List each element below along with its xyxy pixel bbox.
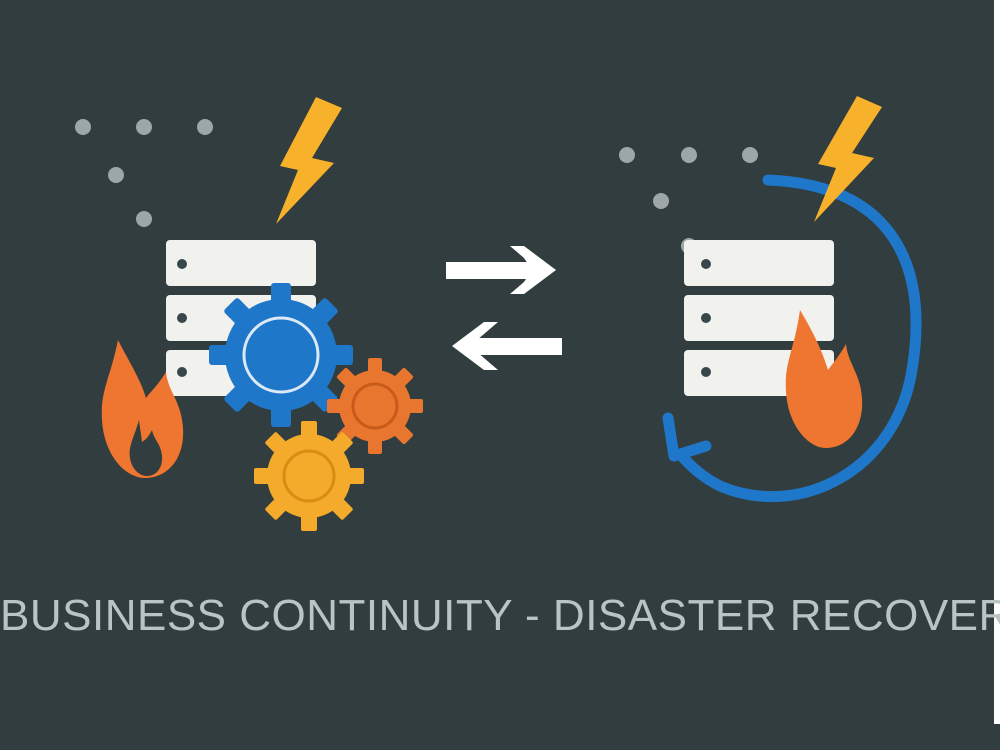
arrow-left-icon bbox=[452, 322, 562, 370]
fire-icon bbox=[101, 340, 184, 478]
dot-icon bbox=[742, 147, 758, 163]
arrow-right-icon bbox=[446, 246, 556, 294]
cycle-arrow-icon bbox=[662, 174, 922, 503]
server-led bbox=[177, 259, 187, 269]
illustration bbox=[75, 96, 922, 531]
dot-icon bbox=[653, 193, 669, 209]
fire-icon bbox=[785, 310, 863, 448]
server-unit bbox=[166, 240, 316, 286]
dot-icon bbox=[136, 211, 152, 227]
bottom-strip bbox=[0, 724, 1000, 750]
dot-icon bbox=[619, 147, 635, 163]
server-unit bbox=[684, 295, 834, 341]
gear-icon bbox=[327, 358, 423, 454]
dot-icon bbox=[197, 119, 213, 135]
server-unit bbox=[684, 240, 834, 286]
dot-icon bbox=[108, 167, 124, 183]
left-dots bbox=[75, 119, 213, 227]
lightning-icon bbox=[814, 96, 882, 222]
server-led bbox=[701, 313, 711, 323]
gear-icon bbox=[254, 421, 364, 531]
caption: BUSINESS CONTINUITY - DISASTER RECOVERY bbox=[0, 591, 1000, 640]
dot-icon bbox=[136, 119, 152, 135]
server-led bbox=[177, 313, 187, 323]
server-led bbox=[177, 367, 187, 377]
lightning-icon bbox=[276, 97, 342, 224]
server-led bbox=[701, 367, 711, 377]
dot-icon bbox=[75, 119, 91, 135]
server-led bbox=[701, 259, 711, 269]
dot-icon bbox=[681, 147, 697, 163]
right-dots bbox=[619, 147, 758, 254]
